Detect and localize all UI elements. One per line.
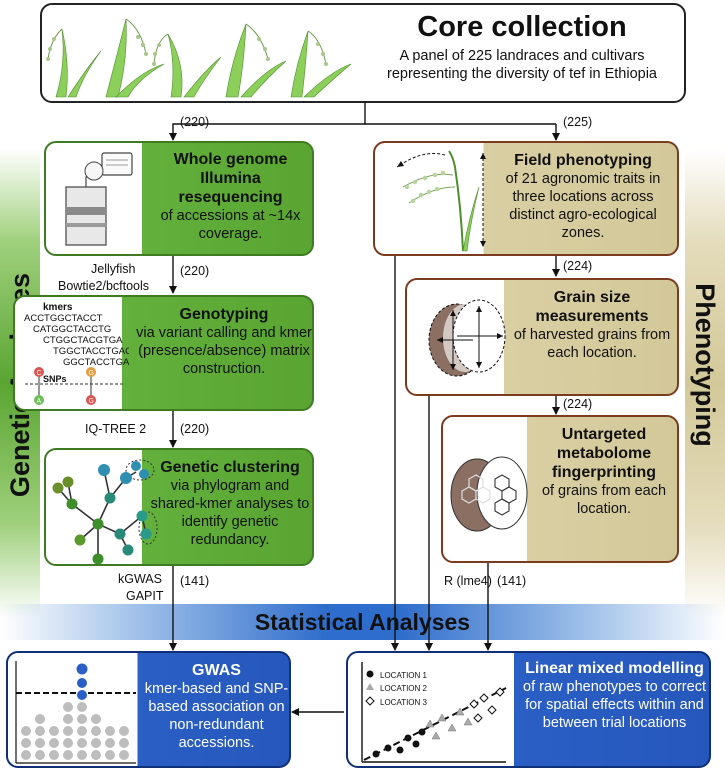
kmer-line: CTGGCTACGTGA <box>43 335 123 346</box>
phylogram-icon <box>52 459 158 564</box>
count-label: (224) <box>563 397 593 411</box>
grain-title-wrap: Grain size measurements of harvested gra… <box>507 288 677 362</box>
scatter-plot-icon: LOCATION 1 LOCATION 2 LOCATION 3 <box>361 662 507 763</box>
legend-loc1: LOCATION 1 <box>380 671 428 680</box>
gwas-title: GWAS <box>192 662 241 679</box>
wgs-title: Whole genome Illumina resequencing <box>173 151 288 206</box>
lmm-text: of raw phenotypes to correct for spatial… <box>523 679 706 731</box>
count-label: (141) <box>180 574 210 588</box>
field-title-wrap: Field phenotyping of 21 agronomic traits… <box>489 151 677 242</box>
metabolome-title: Untargeted metabolome fingerprinting <box>552 426 656 481</box>
kmer-line: TGGCTACCTGAG <box>53 346 129 357</box>
snps-label: SNPs <box>43 374 67 384</box>
wgs-title-wrap: Whole genome Illumina resequencing of ac… <box>149 150 312 243</box>
allele-text: G <box>89 398 94 405</box>
gwas-title-wrap: GWAS kmer-based and SNP-based associatio… <box>144 661 289 752</box>
tef-plants-image <box>46 18 352 98</box>
wgs-box: Whole genome Illumina resequencing of ac… <box>44 141 314 256</box>
count-label: (220) <box>180 422 210 436</box>
tool-label: kGWAS <box>118 572 162 586</box>
tool-label: Bowtie2/bcftools <box>58 279 150 293</box>
snp-allele <box>86 367 96 377</box>
count-label: (220) <box>180 264 210 278</box>
clustering-title-wrap: Genetic clustering via phylogram and sha… <box>148 458 312 549</box>
core-text: A panel of 225 landraces and cultivars r… <box>386 48 657 82</box>
kmer-line: CATGGCTACCTG <box>33 324 111 335</box>
legend-loc3: LOCATION 3 <box>380 698 428 707</box>
gwas-text: kmer-based and SNP-based association on … <box>144 681 289 751</box>
gwas-box: GWAS kmer-based and SNP-based associatio… <box>6 651 291 768</box>
lmm-title-wrap: Linear mixed modelling of raw phenotypes… <box>520 659 709 732</box>
count-label: (225) <box>563 115 593 129</box>
grain-size-box: Grain size measurements of harvested gra… <box>405 278 679 396</box>
field-text: of 21 agronomic traits in three location… <box>505 171 661 241</box>
genotyping-text: via variant calling and kmer (presence/a… <box>136 325 312 377</box>
count-label: (220) <box>180 115 210 129</box>
lmm-title: Linear mixed modelling <box>525 660 704 677</box>
genotyping-title-wrap: Genotyping via variant calling and kmer … <box>135 305 312 378</box>
allele-text: A <box>37 398 42 405</box>
metabolome-box: Untargeted metabolome fingerprinting of … <box>441 415 679 563</box>
tool-label: IQ-TREE 2 <box>85 422 147 436</box>
tool-label: GAPIT <box>126 589 164 603</box>
field-title: Field phenotyping <box>514 152 652 169</box>
sequencer-icon <box>65 152 133 246</box>
grain-outline-icon <box>428 299 506 377</box>
allele-text: C <box>37 370 42 377</box>
grain-text: of harvested grains from each location. <box>513 327 671 361</box>
count-label: (224) <box>563 259 593 273</box>
lmm-box: LOCATION 1 LOCATION 2 LOCATION 3 Linear … <box>346 651 711 768</box>
snp-allele <box>34 367 44 377</box>
core-title: Core collection <box>417 11 627 43</box>
tool-label: Jellyfish <box>91 262 136 276</box>
grain-metabolite-icon <box>450 456 528 532</box>
allele-text: G <box>89 370 94 377</box>
snp-allele <box>86 395 96 405</box>
field-phenotyping-box: Field phenotyping of 21 agronomic traits… <box>373 141 679 256</box>
wgs-text: of accessions at ~14x coverage. <box>160 208 301 242</box>
legend-loc2: LOCATION 2 <box>380 684 428 693</box>
clustering-title: Genetic clustering <box>160 459 300 476</box>
clustering-text: via phylogram and shared-kmer analyses t… <box>150 478 310 548</box>
snp-allele <box>34 395 44 405</box>
tef-panicle-icon <box>396 150 486 252</box>
kmers-title: kmers <box>43 302 73 313</box>
metabolome-title-wrap: Untargeted metabolome fingerprinting of … <box>531 425 677 518</box>
phenotyping-band <box>685 148 725 618</box>
core-collection-box: Core collection A panel of 225 landraces… <box>40 3 686 103</box>
genotyping-box: kmers ACCTGGCTACCT CATGGCTACCTG CTGGCTAC… <box>13 295 314 411</box>
kmer-line: ACCTGGCTACCT <box>24 313 103 324</box>
manhattan-plot-icon <box>15 661 136 764</box>
statistical-analyses-label: Statistical Analyses <box>254 609 471 635</box>
tool-label: R (lme4) <box>444 574 492 588</box>
clustering-box: Genetic clustering via phylogram and sha… <box>44 448 314 566</box>
metabolome-text: of grains from each location. <box>541 483 667 517</box>
kmers-snps-illustration: kmers ACCTGGCTACCT CATGGCTACCTG CTGGCTAC… <box>24 302 129 405</box>
kmer-line: GGCTACCTGAGT <box>63 357 129 368</box>
grain-title: Grain size measurements <box>535 289 649 325</box>
statistical-analyses-band <box>0 604 725 640</box>
genotyping-title: Genotyping <box>179 306 269 323</box>
count-label: (141) <box>497 574 527 588</box>
